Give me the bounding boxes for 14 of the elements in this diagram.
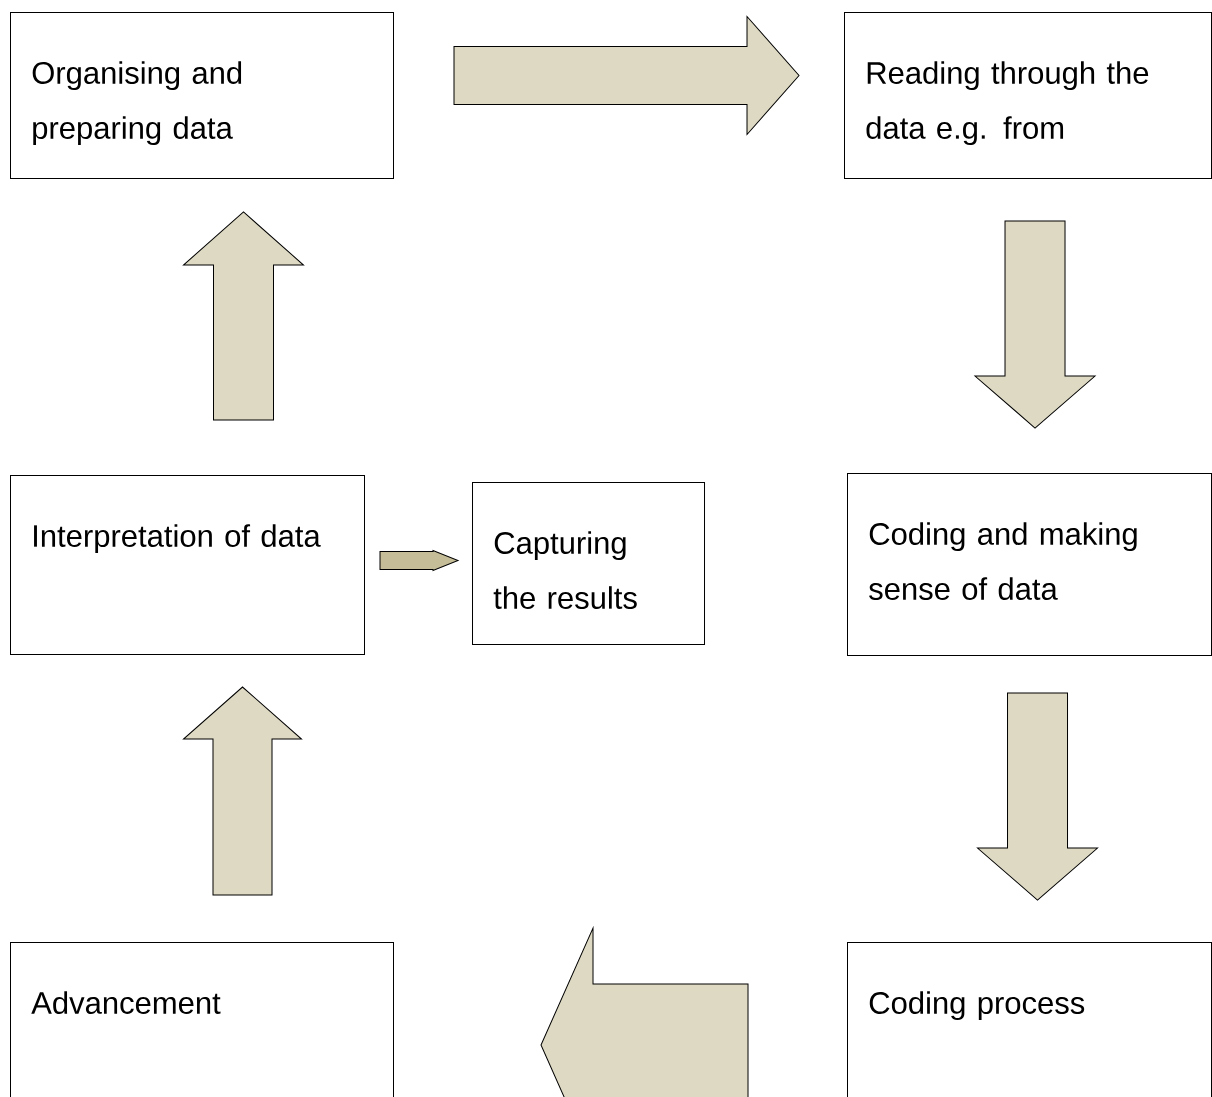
text-box: Organising and preparing data xyxy=(10,12,394,179)
block-arrow xyxy=(977,692,1098,901)
block-arrow xyxy=(183,211,304,421)
block-arrow xyxy=(183,686,302,896)
text-box: Advancement xyxy=(10,942,394,1097)
text-box: Reading through the data e.g. from xyxy=(844,12,1212,179)
text-box: Interpretation of data xyxy=(10,475,365,655)
block-arrow xyxy=(540,927,749,1097)
block-arrow xyxy=(974,220,1096,429)
block-arrow xyxy=(379,550,459,571)
block-arrow xyxy=(453,16,800,135)
text-box: Capturing the results xyxy=(472,482,705,645)
text-box: Coding process xyxy=(847,942,1212,1097)
text-box: Coding and making sense of data xyxy=(847,473,1212,656)
